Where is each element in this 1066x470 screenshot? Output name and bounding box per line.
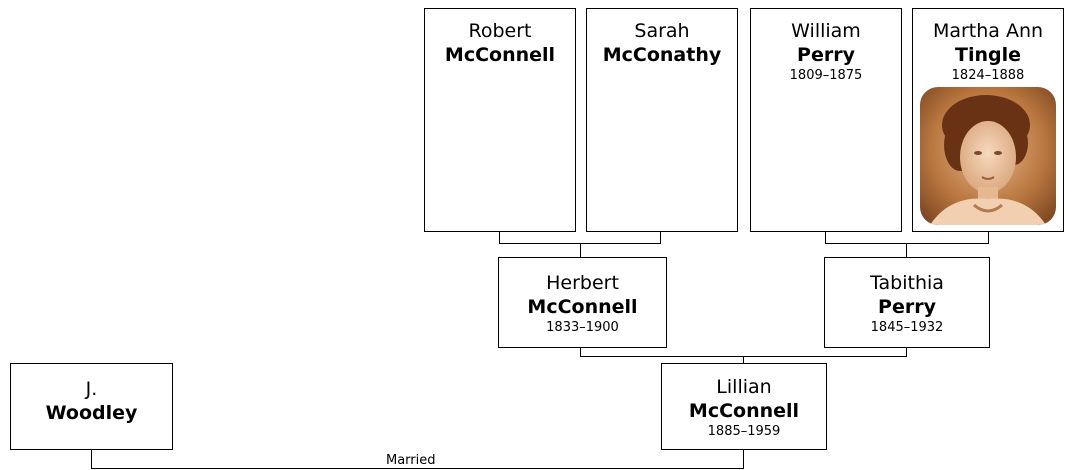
last-name: Perry xyxy=(797,44,855,66)
first-name: Herbert xyxy=(546,272,619,294)
person-card-william-perry[interactable]: William Perry 1809–1875 xyxy=(750,8,902,232)
connector-line xyxy=(825,243,989,244)
marriage-line xyxy=(91,450,92,468)
last-name: McConnell xyxy=(527,296,638,318)
first-name: J. xyxy=(85,378,98,400)
person-card-sarah-mcconathy[interactable]: Sarah McConathy xyxy=(586,8,738,232)
first-name: Robert xyxy=(468,20,532,42)
person-card-tabithia-perry[interactable]: Tabithia Perry 1845–1932 xyxy=(824,257,990,348)
married-label: Married xyxy=(386,453,436,468)
marriage-line xyxy=(91,468,744,469)
last-name: McConnell xyxy=(444,44,556,66)
connector-line xyxy=(906,243,907,257)
portrait-photo xyxy=(920,87,1056,225)
connector-line xyxy=(906,348,907,356)
life-years: 1824–1888 xyxy=(951,68,1025,83)
last-name: Tingle xyxy=(955,44,1021,66)
person-card-robert-mcconnell[interactable]: Robert McConnell xyxy=(424,8,576,232)
connector-line xyxy=(499,232,500,243)
life-years: 1845–1932 xyxy=(870,320,944,335)
last-name: McConnell xyxy=(688,400,800,422)
connector-line xyxy=(580,348,581,356)
person-card-martha-ann-tingle[interactable]: Martha Ann Tingle 1824–1888 xyxy=(912,8,1064,232)
person-card-j-woodley[interactable]: J. Woodley xyxy=(10,363,173,450)
last-name: Woodley xyxy=(45,402,138,424)
connector-line xyxy=(988,232,989,243)
connector-line xyxy=(660,232,661,243)
person-card-herbert-mcconnell[interactable]: Herbert McConnell 1833–1900 xyxy=(498,257,667,348)
last-name: McConathy xyxy=(602,44,722,66)
marriage-line xyxy=(743,450,744,468)
first-name: Martha Ann xyxy=(932,20,1044,42)
life-years: 1885–1959 xyxy=(707,424,781,439)
connector-line xyxy=(743,356,744,363)
first-name: Tabithia xyxy=(870,272,944,294)
connector-line xyxy=(825,232,826,243)
first-name: William xyxy=(791,20,861,42)
connector-line xyxy=(580,243,581,257)
life-years: 1809–1875 xyxy=(789,68,863,83)
first-name: Lillian xyxy=(716,376,772,398)
last-name: Perry xyxy=(878,296,936,318)
first-name: Sarah xyxy=(634,20,690,42)
person-card-lillian-mcconnell[interactable]: Lillian McConnell 1885–1959 xyxy=(661,363,827,450)
life-years: 1833–1900 xyxy=(546,320,619,335)
